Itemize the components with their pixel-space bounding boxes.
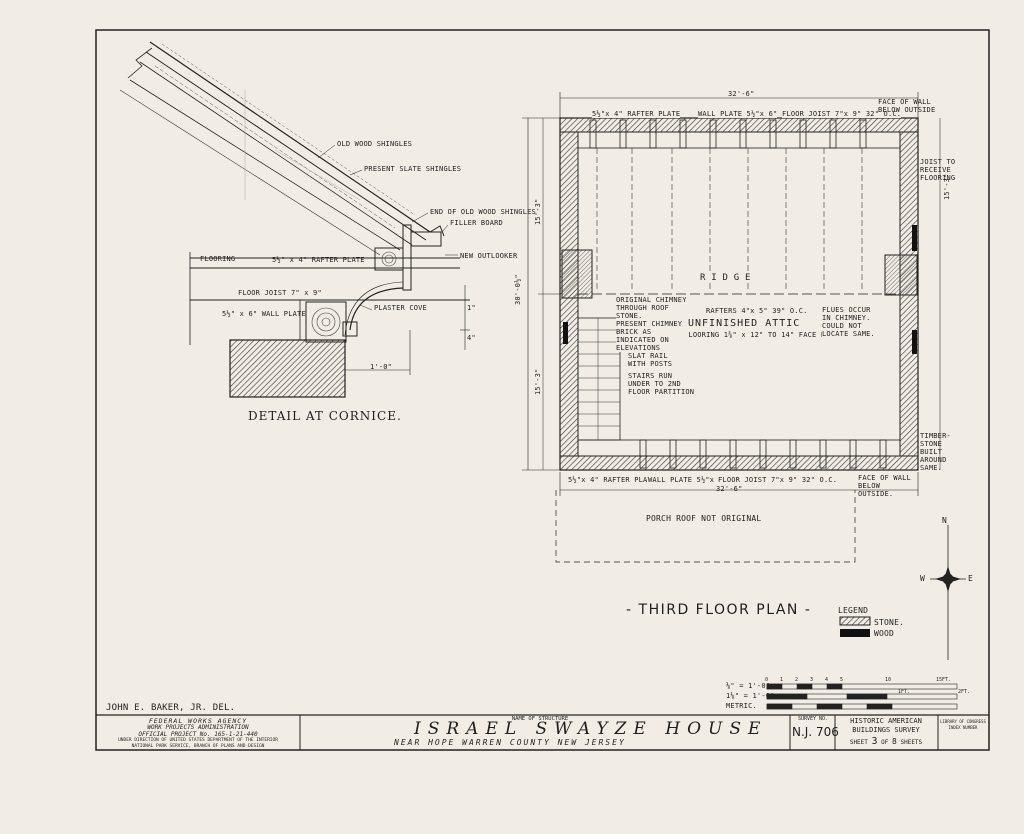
label-unfinished-attic: UNFINISHED ATTIC [688,318,801,329]
tb-agency-2: WORK PROJECTS ADMINISTRATION [147,724,249,731]
compass-w: W [920,574,926,583]
label-wall-plate-top: WALL PLATE 5½"x 6" [698,110,778,118]
label-flues: FLUES OCCUR IN CHIMNEY. COULD NOT LOCATE… [822,306,878,338]
label-new-outlooker: NEW OUTLOOKER [460,252,518,260]
label-slate-shingles: PRESENT SLATE SHINGLES [364,165,462,173]
legend-wood-swatch [840,629,870,637]
label-floor-joist-bot: FLOOR JOIST 7"x 9" 32" O.C. [718,476,838,484]
tb-survey-no: N.J. 706 [792,725,839,739]
scale-unit-ft: 1FT. [898,689,911,695]
compass-e: E [968,574,974,583]
scale-tick-0: 0 [765,677,769,683]
plan-title-text: THIRD FLOOR PLAN [638,602,799,618]
scale-row3: METRIC. [726,702,757,710]
label-original-chimney: ORIGINAL CHIMNEY THROUGH ROOF STONE. [616,296,688,320]
tb-sheets-word: SHEETS [900,739,923,746]
label-timber-stone: TIMBER-STONE BUILT AROUND SAME. [920,432,951,472]
tb-habs-2: BUILDINGS SURVEY [852,726,920,734]
tb-structure-name: ISRAEL SWAYZE HOUSE [414,719,768,739]
cornice-detail [119,41,470,398]
scale-tick-1: 1 [780,677,784,683]
tb-sheet-no: 3 [871,736,878,747]
label-wall-plate-bot: WALL PLATE 5½"x 6" [648,476,728,484]
label-ridge: R I D G E [700,273,751,283]
compass-n: N [942,516,948,525]
label-wall-plate: 5½" x 6" WALL PLATE [222,310,306,318]
dim-4: 4" [467,334,476,342]
tb-agency-4: UNDER DIRECTION OF UNITED STATES DEPARTM… [118,738,278,743]
dim-left-overall: 30'-0½" [514,274,522,305]
label-rafter-plate-top: 5½"x 4" RAFTER PLATE [592,110,681,118]
label-slat-rail: SLAT RAIL WITH POSTS [628,352,673,368]
tb-sheet-of: OF [881,739,889,746]
label-rafters: RAFTERS 4"x 5" 39" O.C. [706,307,808,315]
scale-unit-2ft: 2FT. [958,689,971,695]
scale-tick-5: 5 [840,677,844,683]
tb-agency-5: NATIONAL PARK SERVICE, BRANCH OF PLANS A… [131,744,265,749]
tb-agency-1: FEDERAL WORKS AGENCY [148,717,248,725]
dim-bottom-overall: 32'-6" [716,485,743,493]
cornice-title: DETAIL AT CORNICE. [248,409,402,423]
graphic-scale [766,683,958,710]
label-porch: PORCH ROOF NOT ORIGINAL [646,514,762,523]
scale-tick-3: 3 [810,677,814,683]
legend-title: LEGEND [838,606,869,615]
scale-row1: ⅛" = 1'-0" [726,682,771,690]
label-joist-receive: JOIST TO RECEIVE FLOORING [920,158,956,182]
legend-stone-label: STONE. [874,618,905,627]
label-floor-joist-top: FLOOR JOIST 7"x 9" 32" O.C. [782,110,902,118]
tb-name-label: NAME OF STRUCTURE [511,716,569,722]
legend-stone-swatch [839,616,871,626]
tb-sheet-total: 8 [892,737,897,746]
label-filler-board: FILLER BOARD [450,219,503,227]
tb-agency-3: OFFICIAL PROJECT No. 165-1-21-440 [138,731,258,738]
delineator: JOHN E. BAKER, JR. DEL. [106,703,236,713]
dim-1-0: 1'-0" [370,363,393,371]
tb-library: LIBRARY OF CONGRESS INDEX NUMBER [940,719,986,730]
label-flooring: FLOORING [200,255,236,263]
scale-tick-4: 4 [825,677,829,683]
scale-tick-10: 10 [885,677,892,683]
label-face-bot: FACE OF WALL BELOW OUTSIDE. [858,474,911,498]
north-arrow [930,525,966,660]
dim-left-lower: 15'-3" [534,368,542,396]
label-old-shingles: OLD WOOD SHINGLES [337,140,413,148]
label-present-chimney: PRESENT CHIMNEY BRICK AS INDICATED ON EL… [616,320,688,352]
label-plaster-cove: PLASTER COVE [374,304,427,312]
sheet-border [95,29,990,751]
tb-location: NEAR HOPE WARREN COUNTY NEW JERSEY [394,738,626,747]
tb-sheet-line: SHEET 3 OF 8 SHEETS [836,736,936,747]
tb-habs-1: HISTORIC AMERICAN [850,717,922,725]
scale-tick-2: 2 [795,677,799,683]
label-face-top: FACE OF WALL BELOW OUTSIDE [878,98,936,114]
label-rafter-plate-bot: 5½"x 4" RAFTER PLATE [568,476,657,484]
label-rafter-plate: 5½" x 4" RAFTER PLATE [272,256,365,264]
legend-wood-label: WOOD [874,629,895,638]
label-end-old-shingles: END OF OLD WOOD SHINGLES [430,208,536,216]
plan-title: - THIRD FLOOR PLAN - [626,602,812,618]
third-floor-plan [522,92,941,563]
dim-top-overall: 32'-6" [728,90,755,98]
scale-row2: 1⅛" = 1'-0" [726,692,775,700]
dim-1: 1" [467,304,476,312]
scale-tick-15: 15FT. [936,677,952,683]
tb-sheet-word: SHEET [849,739,868,746]
dim-left-upper: 15'-3" [534,198,542,226]
label-stairs-run: STAIRS RUN UNDER TO 2ND FLOOR PARTITION [628,372,695,396]
label-floor-joist: FLOOR JOIST 7" x 9" [238,289,322,297]
tb-survey-label: SURVEY NO. [797,716,829,722]
label-attic-flooring: FLOORING 1⅜" x 12" TO 14" FACE PINE. [684,331,843,339]
